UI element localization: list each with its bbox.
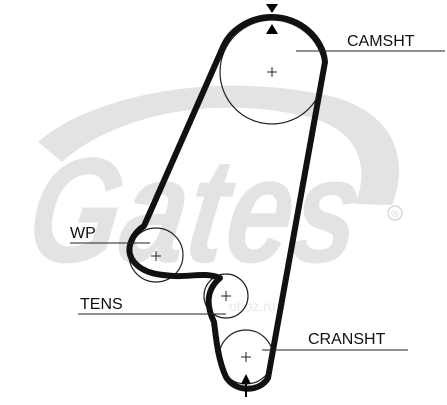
tensioner-pulley bbox=[203, 273, 249, 319]
water-pump-label: WP bbox=[70, 225, 96, 242]
registered-mark-ring bbox=[387, 205, 403, 221]
cam-timing-mark-bottom-icon bbox=[266, 24, 278, 34]
camshaft-label: CAMSHT bbox=[347, 33, 415, 50]
watermark-swoosh bbox=[38, 85, 400, 205]
crankshaft-center-mark bbox=[241, 352, 251, 362]
component-labels: CAMSHT WP TENS CRANSHT bbox=[70, 33, 415, 348]
watermark-site-text: oboz.ru bbox=[229, 298, 276, 314]
crank-timing-mark-line bbox=[245, 384, 247, 397]
tensioner-center-mark bbox=[221, 291, 231, 301]
leader-lines bbox=[70, 50, 445, 351]
watermark-registered-mark: ® bbox=[391, 209, 399, 220]
gates-watermark-logo: Gates ® oboz.ru bbox=[19, 85, 403, 314]
crankshaft-label: CRANSHT bbox=[308, 331, 386, 348]
camshaft-center-mark bbox=[267, 67, 277, 77]
center-marks bbox=[151, 67, 277, 362]
crank-timing-mark-icon bbox=[241, 374, 251, 384]
timing-belt bbox=[126, 14, 328, 392]
watermark-brand-text: Gates bbox=[19, 127, 372, 294]
cam-timing-mark-top-icon bbox=[266, 4, 278, 13]
water-pump-center-mark bbox=[151, 251, 161, 261]
tensioner-label: TENS bbox=[80, 296, 123, 313]
timing-marks bbox=[241, 4, 278, 397]
